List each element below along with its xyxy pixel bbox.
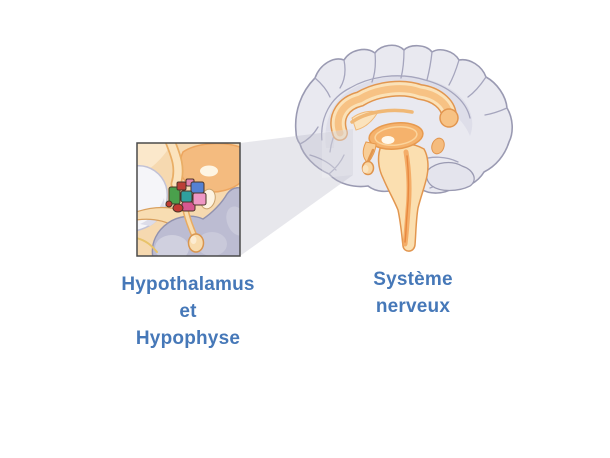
interthalamic-adhesion: [381, 136, 395, 144]
nucleus-pink: [192, 192, 207, 206]
thalamus: [368, 122, 424, 150]
brainstem: [377, 142, 429, 252]
nucleus-red-blob: [172, 203, 184, 213]
inset-gray-tongue: [226, 206, 240, 236]
inset-caption-line3: Hypophyse: [135, 328, 241, 349]
fornix: [350, 108, 414, 124]
corpus-callosum: [330, 80, 459, 141]
inset-caption-line1: Hypothalamus: [121, 274, 255, 295]
cerebellum-fold: [425, 161, 475, 192]
brainstem-streak-line: [404, 155, 410, 243]
nucleus-dark-red: [176, 181, 187, 191]
inset-box: [136, 142, 241, 257]
inset-gray-mound-left: [155, 235, 189, 256]
inset-fornix-inner: [166, 143, 182, 188]
pituitary-gland: [361, 148, 375, 176]
brain-caption-line2: nerveux: [375, 296, 451, 317]
inset-thalamus-spot: [200, 165, 218, 177]
brain-caption: Système nerveux: [333, 266, 493, 320]
brain-caption-line1: Système: [373, 269, 453, 290]
brain-illustration: [294, 44, 513, 252]
inset-optic-nerve-line: [137, 237, 158, 253]
zoom-cone: [240, 129, 353, 256]
nucleus-blue: [190, 181, 205, 194]
hypothalamic-nuclei: [165, 178, 216, 213]
nucleus-red-dot: [165, 200, 173, 208]
pineal-body: [431, 137, 445, 155]
nucleus-teal: [180, 190, 193, 203]
inset-caption: Hypothalamus et Hypophyse: [103, 271, 273, 352]
inset-border: [136, 142, 241, 257]
splenium: [439, 108, 459, 128]
zoom-source-highlight: [322, 129, 353, 178]
inset-pituitary: [182, 208, 205, 253]
cerebrum-cortex: [294, 44, 513, 194]
nucleus-green: [168, 186, 181, 205]
inset-caption-line2: et: [179, 301, 197, 322]
inset-gray-mound-right: [197, 232, 227, 256]
